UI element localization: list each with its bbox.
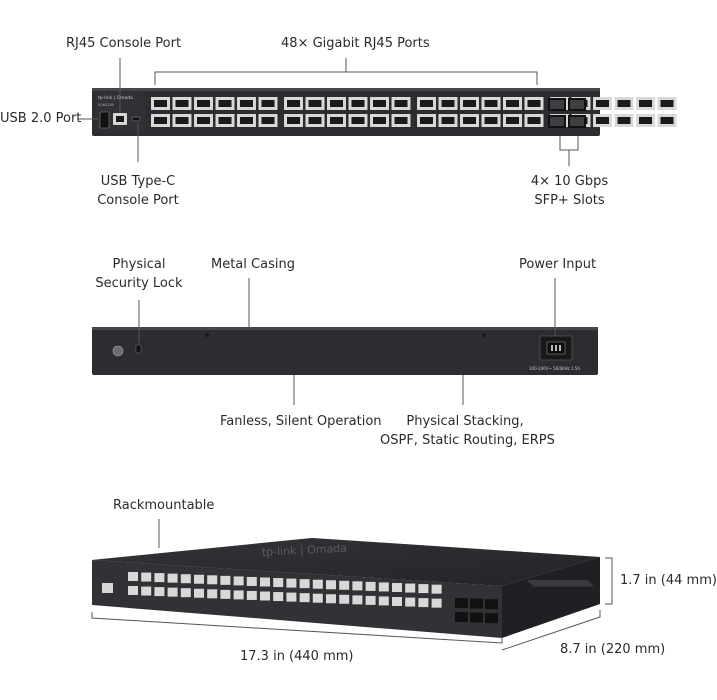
dimension-height: 1.7 in (44 mm) [620, 573, 717, 588]
product-infographic: tp-link | Omada SG6428X [0, 36, 717, 664]
iso-port [378, 596, 389, 606]
side-vents [528, 580, 593, 587]
iso-console-port [102, 583, 113, 593]
callout-rackmountable: Rackmountable [113, 498, 215, 513]
callout-sfp: 4× 10 Gbps SFP+ Slots [522, 172, 617, 210]
rear-panel-device: 100-240V~ 50/60Hz 1.5A [92, 327, 598, 375]
iso-port [167, 573, 178, 583]
callout-lock-line1: Physical [112, 257, 166, 272]
iso-port [167, 587, 178, 597]
front-brand-logo: tp-link | Omada [98, 95, 133, 101]
callout-sfp-line1: 4× 10 Gbps [530, 174, 609, 189]
iso-port [365, 581, 376, 591]
iso-sfp-slot [455, 598, 468, 608]
iso-port [326, 580, 336, 590]
iso-port [431, 598, 442, 608]
iso-port [312, 593, 323, 603]
sfp-slot-grid [548, 98, 586, 128]
rear-callout-lines [138, 278, 556, 405]
iso-port [194, 588, 204, 598]
isometric-device: tp-link | Omada [92, 538, 600, 638]
callout-usbc-line1: USB Type-C [100, 174, 176, 189]
iso-port [299, 593, 310, 603]
iso-port [326, 594, 336, 604]
usbc-console-port [131, 116, 141, 122]
iso-port [273, 592, 284, 602]
iso-port [207, 589, 218, 599]
iso-sfp-slot [455, 612, 468, 622]
callout-sfp-line2: SFP+ Slots [534, 193, 605, 208]
iso-port [405, 583, 416, 593]
security-lock-slot [135, 344, 142, 354]
iso-port [220, 589, 231, 599]
iso-port [233, 590, 244, 600]
front-panel-device: tp-link | Omada SG6428X [92, 88, 677, 136]
iso-port [220, 575, 231, 585]
iso-port [246, 590, 257, 600]
iso-sfp-slot [485, 599, 498, 610]
callout-stacking-line2: OSPF, Static Routing, ERPS [380, 433, 555, 448]
iso-port [194, 574, 204, 584]
callout-usbc-line2: Console Port [97, 193, 179, 208]
isometric-port-grid [128, 572, 498, 624]
iso-port [207, 575, 218, 585]
iso-dimension-lines [91, 519, 613, 651]
iso-port [286, 578, 297, 588]
iso-port [365, 595, 376, 605]
iso-port [392, 597, 402, 606]
iso-port [128, 572, 138, 581]
dimension-depth: 8.7 in (220 mm) [560, 642, 666, 657]
iso-port [339, 594, 350, 604]
callout-lines-and-devices: tp-link | Omada SG6428X [78, 58, 677, 651]
iso-port [180, 574, 191, 584]
callout-stacking: Physical Stacking, OSPF, Static Routing,… [380, 412, 555, 450]
iso-port [286, 592, 297, 602]
callout-power-input: Power Input [519, 257, 597, 272]
iso-port [392, 583, 402, 592]
usb2-port [99, 111, 110, 129]
iso-port [431, 584, 442, 594]
iso-port [418, 598, 429, 608]
ground-screw-icon [112, 345, 124, 357]
iso-port [339, 580, 350, 590]
iso-port [246, 576, 257, 586]
iso-port [260, 577, 270, 587]
power-rating-text: 100-240V~ 50/60Hz 1.5A [529, 366, 580, 371]
callout-stacking-line1: Physical Stacking, [406, 414, 524, 429]
iso-port [233, 576, 244, 586]
iso-port [260, 591, 270, 601]
callout-fanless: Fanless, Silent Operation [220, 414, 382, 429]
iso-sfp-slot [470, 598, 483, 609]
iso-port [352, 595, 363, 605]
callout-security-lock: Physical Security Lock [89, 255, 189, 293]
iso-port [273, 578, 284, 588]
iso-port [312, 579, 323, 589]
iso-sfp-slot [470, 612, 483, 623]
iso-port [352, 581, 363, 591]
iso-sfp-slot [485, 613, 498, 624]
dimension-width: 17.3 in (440 mm) [240, 649, 354, 664]
callout-lock-line2: Security Lock [95, 276, 183, 291]
callout-rj45-console: RJ45 Console Port [66, 36, 182, 51]
callout-gigabit-ports: 48× Gigabit RJ45 Ports [281, 36, 430, 51]
iso-port [405, 597, 416, 607]
iso-port [180, 588, 191, 598]
callout-metal-casing: Metal Casing [211, 257, 295, 272]
callout-usbc: USB Type-C Console Port [88, 172, 188, 210]
iso-port [154, 573, 165, 583]
iso-port [154, 587, 165, 597]
front-model-text: SG6428X [98, 103, 115, 107]
iso-port [141, 586, 152, 596]
front-callout-lines [78, 58, 579, 166]
iso-port [418, 584, 429, 594]
callout-usb2: USB 2.0 Port [0, 111, 82, 126]
top-logo: tp-link | Omada [261, 542, 347, 559]
iso-port [378, 582, 389, 592]
iso-port [299, 579, 310, 589]
iso-port [128, 586, 138, 595]
iso-port [141, 572, 152, 582]
